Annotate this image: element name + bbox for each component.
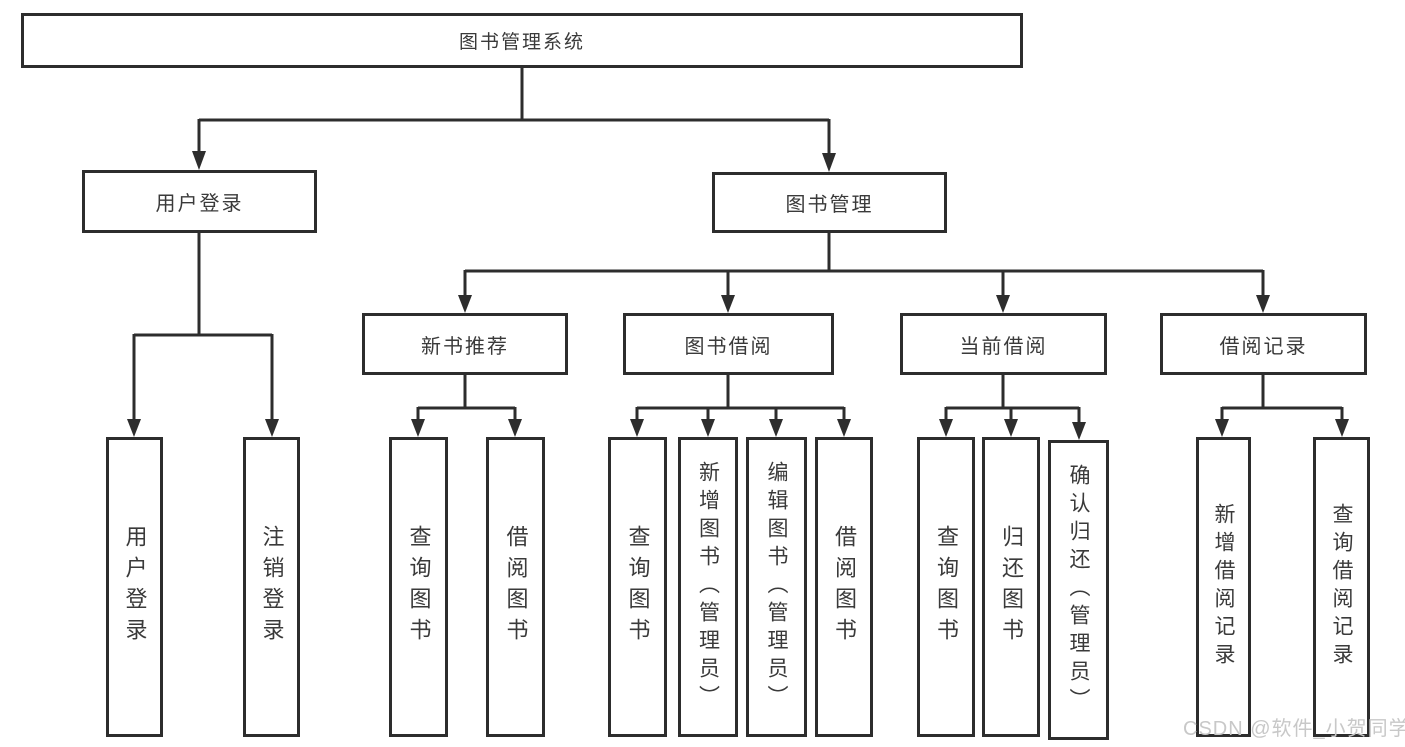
- node-book-borrow: 图书借阅: [623, 313, 834, 375]
- node-label: 新书推荐: [421, 335, 509, 358]
- node-logout-leaf: 注销登录: [243, 437, 300, 737]
- node-label: 确认归还（管理员）: [1067, 464, 1090, 716]
- node-borrow-books-leaf: 借阅图书: [815, 437, 873, 737]
- node-label: 查询借阅记录: [1330, 503, 1353, 671]
- node-user-login-leaf: 用户登录: [106, 437, 163, 737]
- node-label: 编辑图书（管理员）: [765, 461, 788, 713]
- node-new-book-recommend: 新书推荐: [362, 313, 568, 375]
- node-book-management: 图书管理: [712, 172, 947, 233]
- node-label: 图书借阅: [684, 335, 773, 358]
- node-label: 当前借阅: [959, 335, 1048, 358]
- node-user-login: 用户登录: [82, 170, 317, 233]
- node-label: 归还图书: [999, 525, 1024, 649]
- watermark-text: CSDN @软件_小贺同学: [1183, 718, 1405, 740]
- node-label: 用户登录: [122, 525, 148, 649]
- node-query-books-recommend: 查询图书: [389, 437, 448, 737]
- node-borrow-books-recommend: 借阅图书: [486, 437, 545, 737]
- node-confirm-return-admin: 确认归还（管理员）: [1048, 440, 1109, 740]
- node-label: 查询图书: [625, 525, 651, 649]
- node-label: 借阅图书: [503, 525, 529, 649]
- node-current-borrow: 当前借阅: [900, 313, 1107, 375]
- node-add-borrow-record: 新增借阅记录: [1196, 437, 1251, 737]
- node-label: 新增图书（管理员）: [696, 461, 720, 713]
- node-root: 图书管理系统: [21, 13, 1023, 68]
- node-query-books-current: 查询图书: [917, 437, 975, 737]
- node-label: 借阅图书: [832, 525, 857, 649]
- node-return-books: 归还图书: [982, 437, 1040, 737]
- node-label: 用户登录: [155, 193, 244, 215]
- node-add-books-admin: 新增图书（管理员）: [678, 437, 738, 737]
- node-label: 借阅记录: [1219, 335, 1308, 358]
- node-label: 注销登录: [259, 525, 285, 649]
- node-label: 图书管理: [785, 194, 874, 216]
- node-borrow-records: 借阅记录: [1160, 313, 1367, 375]
- node-label: 图书管理系统: [458, 32, 585, 53]
- node-label: 查询图书: [406, 525, 432, 649]
- node-label: 新增借阅记录: [1212, 503, 1235, 671]
- node-label: 查询图书: [934, 525, 959, 649]
- node-query-books-borrow: 查询图书: [608, 437, 667, 737]
- node-query-borrow-record: 查询借阅记录: [1313, 437, 1370, 737]
- node-edit-books-admin: 编辑图书（管理员）: [746, 437, 807, 737]
